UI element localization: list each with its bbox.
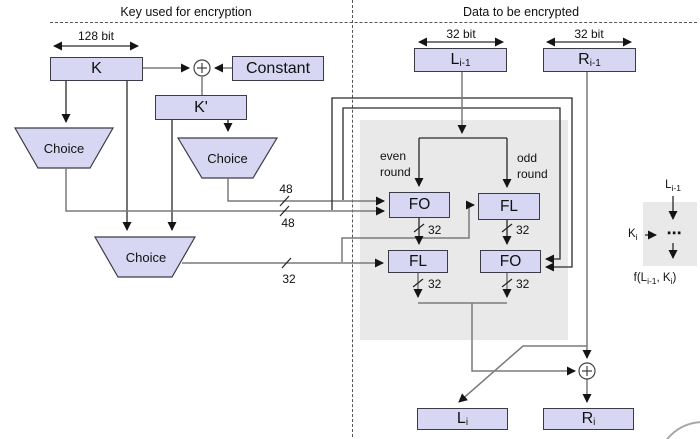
- fl2-label: FL: [408, 252, 428, 270]
- constant-box-label: Constant: [245, 59, 311, 77]
- mini-f-label: f(Li-1, Ki): [608, 272, 700, 286]
- fl1-label: FL: [499, 197, 519, 215]
- even-round-label: even round: [380, 148, 411, 180]
- fl2-out-width-label: 32: [428, 277, 442, 291]
- slash-fo2-out: [501, 278, 513, 288]
- key-width-label: 128 bit: [77, 29, 115, 43]
- mini-f-prefix: f(L: [633, 272, 648, 284]
- mini-l-sub: i-1: [671, 183, 681, 193]
- fo1-label: FO: [408, 196, 431, 214]
- r-prev-sub: i-1: [589, 58, 601, 69]
- wire-inner-bus-to-fo2: [342, 107, 561, 264]
- choice-1-label: Choice: [43, 141, 85, 156]
- mini-k-base: K: [628, 228, 636, 240]
- slash-fl1-out: [501, 223, 513, 233]
- wire-rprev-to-lout: [458, 345, 587, 403]
- mini-l-base: L: [665, 179, 672, 191]
- l-prev-base: L: [450, 51, 460, 68]
- xor-round-icon: [578, 362, 596, 380]
- fo2-out-width-label: 32: [516, 277, 530, 291]
- k-box-label: K: [91, 60, 102, 77]
- mini-k-label: Ki: [628, 228, 638, 242]
- fo2-label: FO: [499, 252, 522, 270]
- choice-3-label: Choice: [125, 250, 167, 265]
- k-box: K: [50, 57, 143, 81]
- choice-1-trapezoid: [13, 127, 115, 169]
- fo1-out-width-label: 32: [428, 223, 442, 237]
- odd-round-label: odd round: [517, 150, 548, 182]
- l-out-sub: i: [465, 417, 469, 428]
- bus48-top-label: 48: [279, 182, 293, 196]
- section-divider-horizontal: [50, 22, 697, 23]
- choice-2-trapezoid: [176, 137, 279, 179]
- choice-2-label: Choice: [207, 151, 248, 166]
- even-round-line1: even: [380, 149, 407, 163]
- bus32-label: 32: [282, 272, 296, 286]
- left-data-width-label: 32 bit: [446, 27, 476, 41]
- wire-32bit-branch-to-fl1: [341, 200, 475, 262]
- right-data-width-label: 32 bit: [574, 27, 604, 41]
- wire-48bit-choice1-to-fo1: [65, 168, 385, 216]
- mini-f-suffix: ): [672, 272, 677, 284]
- mini-f-sub2: i: [670, 276, 673, 286]
- slash-32: [281, 257, 292, 269]
- fl1-out-width-label: 32: [516, 223, 530, 237]
- fl2-box: FL: [388, 250, 448, 273]
- constant-box: Constant: [232, 56, 324, 81]
- mini-l-label: Li-1: [651, 179, 695, 193]
- l-prev-sub: i-1: [459, 58, 471, 69]
- l-out-base: L: [456, 410, 466, 427]
- right-section-title: Data to be encrypted: [462, 5, 580, 19]
- even-round-line2: round: [380, 165, 411, 179]
- slash-48-bottom: [279, 205, 290, 217]
- left-section-title: Key used for encryption: [120, 5, 252, 19]
- slash-48-top: [279, 195, 290, 207]
- mini-f-mid: , K: [656, 272, 671, 284]
- r-out-sub: i: [593, 417, 596, 428]
- fo2-box: FO: [480, 250, 541, 273]
- odd-round-line2: round: [517, 167, 548, 181]
- wire-48bit-choice2-to-fo1: [227, 178, 385, 206]
- fo1-box: FO: [389, 192, 450, 218]
- corner-arc-decoration: [666, 421, 700, 439]
- mini-dots: ⋯: [666, 225, 682, 242]
- r-prev-base: R: [578, 51, 590, 68]
- section-divider-vertical: [352, 0, 353, 437]
- k-prime-box-label: K': [194, 98, 208, 116]
- mini-k-sub: i: [635, 232, 638, 242]
- wire-f-output-to-xor: [471, 303, 576, 376]
- bus48-bottom-label: 48: [281, 216, 295, 230]
- mini-f-sub1: i-1: [647, 276, 657, 286]
- choice-3-trapezoid: [93, 236, 197, 278]
- slash-fl2-out: [412, 278, 424, 288]
- slash-fo1-out: [413, 223, 425, 233]
- xor-key-icon: [193, 59, 211, 77]
- k-prime-box: K': [155, 95, 247, 120]
- fl1-box: FL: [478, 193, 540, 220]
- r-out-base: R: [581, 410, 594, 427]
- wire-outer-bus-to-fo2: [331, 97, 573, 272]
- odd-round-line1: odd: [517, 151, 538, 165]
